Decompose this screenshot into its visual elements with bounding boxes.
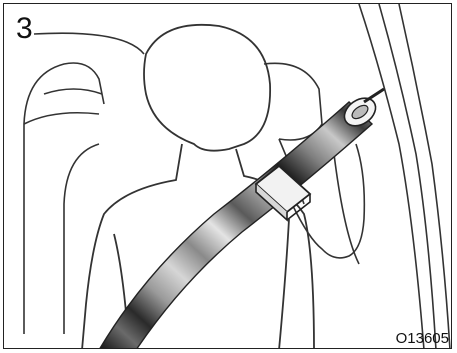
step-number: 3 bbox=[16, 14, 33, 44]
seatbelt-diagram bbox=[4, 4, 452, 349]
illustration-frame: 3 O13605 bbox=[3, 3, 452, 349]
seat-icon bbox=[24, 63, 104, 334]
figure-code: O13605 bbox=[396, 331, 449, 347]
door-pillar-icon bbox=[334, 4, 450, 349]
seatbelt-icon bbox=[99, 102, 372, 349]
